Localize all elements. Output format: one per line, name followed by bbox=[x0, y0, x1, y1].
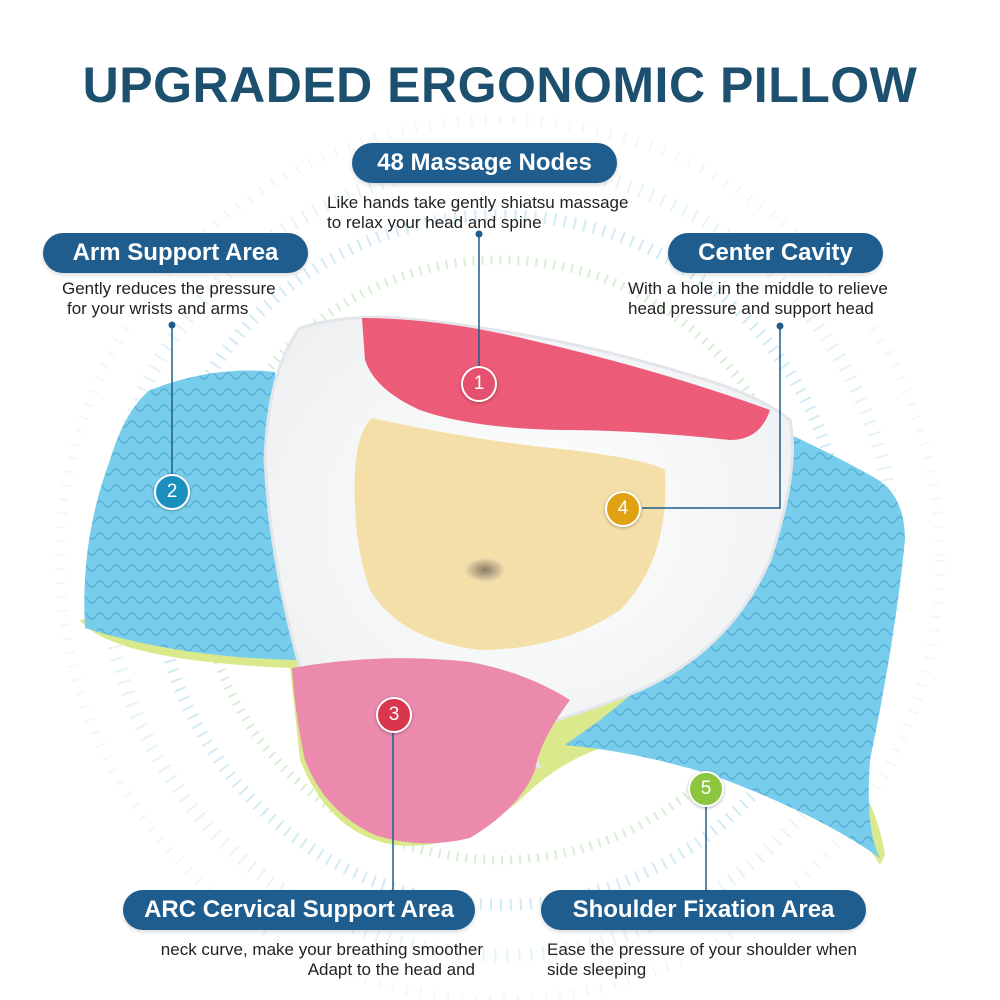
feature-label-arm-support: Arm Support Area bbox=[43, 233, 308, 273]
leader-line-4 bbox=[642, 326, 781, 509]
feature-desc-arm-support: Gently reduces the pressure for your wri… bbox=[62, 279, 276, 318]
badge-5: 5 bbox=[688, 771, 724, 807]
feature-label-massage-nodes: 48 Massage Nodes bbox=[352, 143, 617, 183]
feature-label-arc-cervical: ARC Cervical Support Area bbox=[123, 890, 475, 930]
badge-3: 3 bbox=[376, 697, 412, 733]
badge-4: 4 bbox=[605, 491, 641, 527]
feature-desc-arc-cervical: neck curve, make your breathing smoother… bbox=[160, 940, 483, 979]
center-cavity-region bbox=[354, 418, 666, 650]
leader-lines bbox=[171, 234, 781, 892]
badge-1: 1 bbox=[461, 366, 497, 402]
neck-support-region bbox=[292, 658, 570, 844]
badge-2: 2 bbox=[154, 474, 190, 510]
feature-desc-massage-nodes: Like hands take gently shiatsu massage t… bbox=[327, 193, 629, 232]
leader-dots bbox=[168, 230, 784, 330]
page-title: UPGRADED ERGONOMIC PILLOW bbox=[82, 57, 918, 113]
right-shoulder-wing bbox=[565, 425, 905, 858]
feature-desc-center-cavity: With a hole in the middle to relieve hea… bbox=[628, 279, 888, 318]
feature-desc-shoulder-fixation: Ease the pressure of your shoulder when … bbox=[547, 940, 857, 979]
feature-label-center-cavity: Center Cavity bbox=[668, 233, 883, 273]
feature-label-shoulder-fixation: Shoulder Fixation Area bbox=[541, 890, 866, 930]
center-hole bbox=[465, 558, 505, 582]
massage-nodes-region bbox=[362, 318, 770, 440]
left-arm-wing bbox=[84, 370, 301, 660]
